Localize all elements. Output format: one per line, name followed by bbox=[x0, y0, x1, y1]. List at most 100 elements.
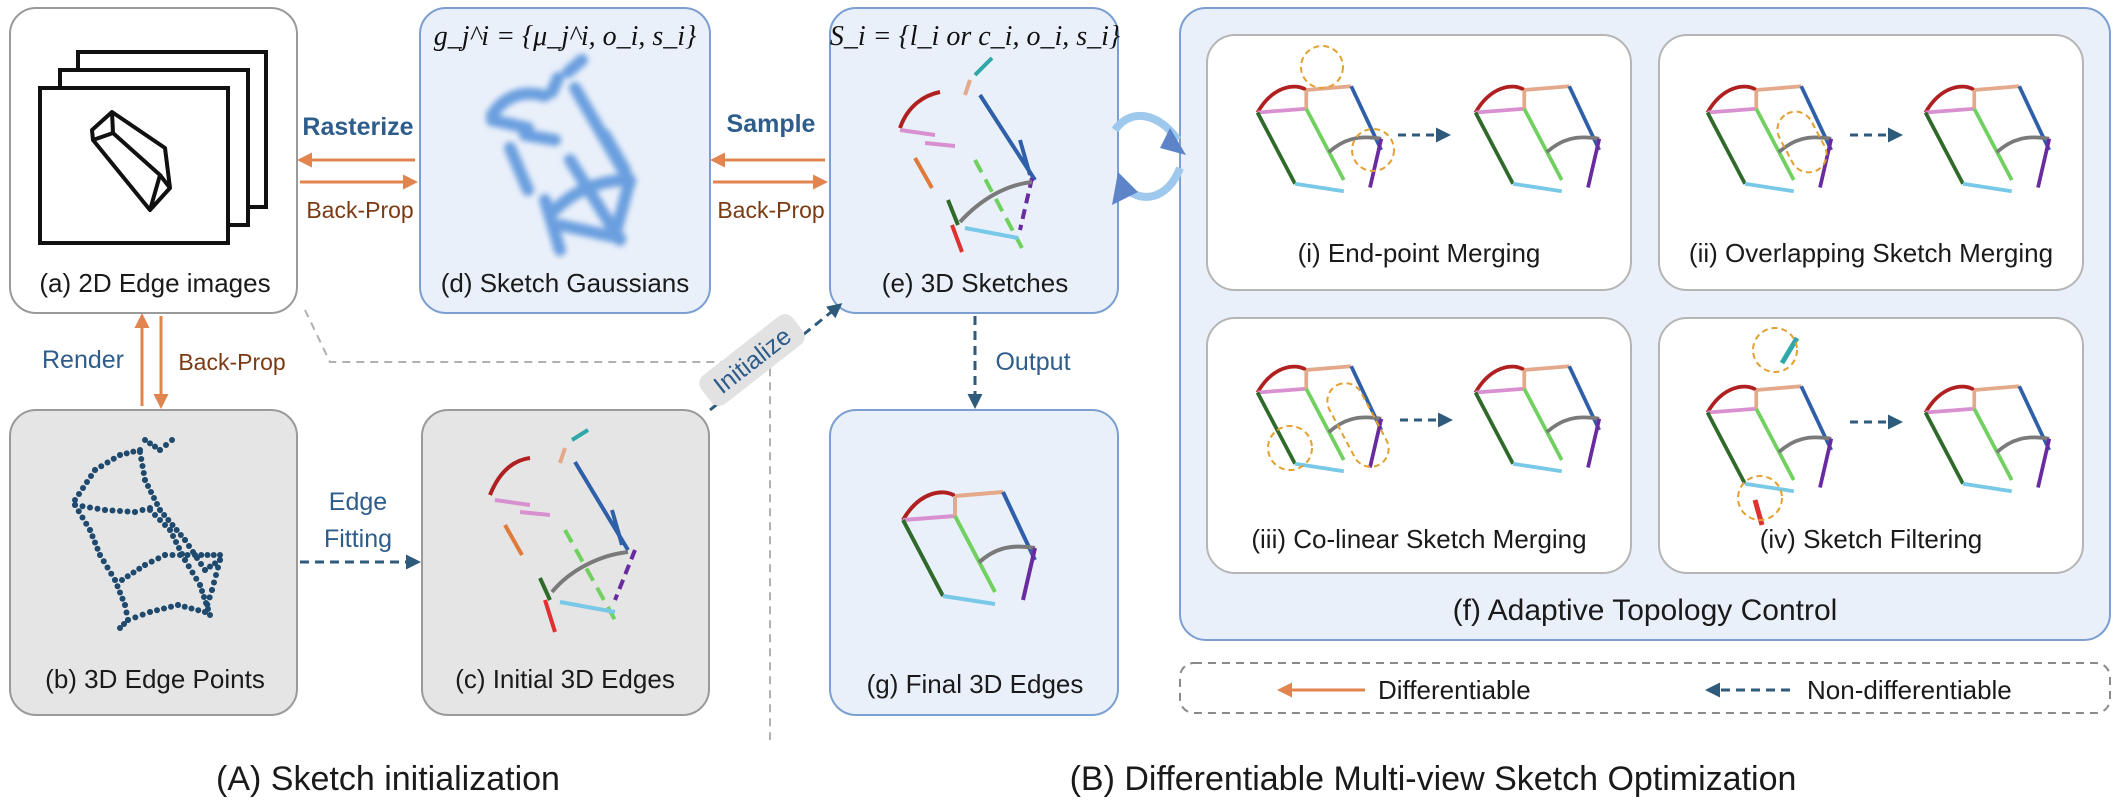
edge-point bbox=[177, 552, 183, 558]
legend: Differentiable Non-differentiable bbox=[1179, 662, 2111, 714]
gaussian-formula: g_j^i = {μ_j^i, o_i, s_i} bbox=[434, 21, 697, 52]
edge-point bbox=[117, 589, 123, 596]
edge-point bbox=[175, 602, 181, 608]
edge-point bbox=[138, 456, 145, 462]
edge-point bbox=[162, 552, 168, 558]
edge-point bbox=[76, 491, 82, 497]
highlight-ellipse bbox=[1776, 110, 1828, 174]
edge-point bbox=[87, 504, 93, 511]
edge-point bbox=[215, 564, 221, 571]
edge-point bbox=[104, 459, 111, 466]
edge-point bbox=[213, 572, 219, 578]
edge-point bbox=[104, 564, 111, 571]
edge-point bbox=[117, 452, 123, 458]
edge-point bbox=[210, 552, 217, 558]
edge-point bbox=[201, 594, 207, 600]
rasterize-label: Rasterize bbox=[302, 113, 413, 141]
edge-point bbox=[108, 570, 115, 577]
edge-point bbox=[157, 447, 163, 453]
edge-point bbox=[195, 607, 202, 614]
highlight-circle bbox=[1737, 475, 1783, 521]
op-overlapping-sketch-merging: (ii) Overlapping Sketch Merging bbox=[1658, 34, 2084, 291]
spurious-sketch-teal bbox=[1779, 336, 1800, 365]
edge-point bbox=[109, 507, 116, 514]
edge-point bbox=[84, 479, 90, 485]
edge-point bbox=[142, 562, 148, 568]
edge-point bbox=[202, 567, 208, 573]
label-3d-edge-points: (b) 3D Edge Points bbox=[45, 664, 265, 694]
edge-point bbox=[207, 563, 213, 570]
edge-point bbox=[125, 617, 131, 623]
label-initial-3d-edges: (c) Initial 3D Edges bbox=[455, 664, 675, 694]
edge-point bbox=[209, 587, 215, 593]
highlight-circle bbox=[1752, 327, 1798, 373]
panel-adaptive-topology-control: (i) End-point Merging (ii) Overlapping S… bbox=[1179, 7, 2111, 641]
highlight-circle bbox=[1300, 45, 1344, 89]
edge-point bbox=[147, 440, 153, 447]
edge-point bbox=[204, 601, 211, 608]
edge-point bbox=[181, 603, 188, 610]
refresh-cycle-icon bbox=[1111, 111, 1186, 205]
op-co-linear-sketch-merging: (iii) Co-linear Sketch Merging bbox=[1206, 317, 1632, 574]
edge-point bbox=[97, 552, 103, 558]
edge-point bbox=[98, 463, 105, 470]
output-label: Output bbox=[995, 348, 1070, 376]
edge-point bbox=[173, 527, 180, 533]
op-end-point-merging: (i) End-point Merging bbox=[1206, 34, 1632, 291]
edge-point bbox=[165, 517, 172, 523]
edge-point bbox=[130, 448, 137, 455]
edge-point bbox=[72, 502, 78, 508]
edge-point bbox=[217, 552, 223, 558]
sketch-formula: S_i = {l_i or c_i, o_i, s_i} bbox=[830, 21, 1120, 52]
edge-point bbox=[204, 552, 211, 558]
edge-point bbox=[193, 575, 200, 582]
label-final-3d-edges: (g) Final 3D Edges bbox=[867, 669, 1084, 699]
edge-point bbox=[75, 508, 82, 515]
edge-point bbox=[123, 609, 130, 616]
edge-point bbox=[147, 609, 153, 615]
backprop-label-ab: Back-Prop bbox=[178, 349, 285, 375]
edge-point bbox=[124, 573, 131, 580]
edge-point-cloud bbox=[72, 437, 223, 631]
edge-point bbox=[121, 621, 127, 627]
edge-point bbox=[161, 605, 167, 612]
edge-point bbox=[142, 477, 148, 483]
edge-point bbox=[83, 520, 90, 527]
highlight-ellipse bbox=[1326, 382, 1390, 468]
edge-point bbox=[139, 611, 146, 618]
backprop-label-de: Back-Prop bbox=[717, 197, 824, 223]
edge-point bbox=[142, 437, 148, 443]
panel-initial-3d-edges: (c) Initial 3D Edges bbox=[421, 409, 710, 716]
edge-point bbox=[117, 625, 123, 631]
edge-point bbox=[177, 532, 184, 538]
edge-point bbox=[154, 501, 160, 507]
edge-fitting-label-2: Fitting bbox=[324, 525, 392, 553]
edge-point bbox=[168, 603, 174, 610]
edge-point bbox=[197, 582, 203, 588]
edge-point bbox=[154, 607, 160, 614]
edge-point bbox=[89, 533, 96, 540]
edge-point bbox=[137, 449, 143, 455]
edge-point bbox=[199, 588, 205, 594]
edge-point bbox=[88, 473, 94, 479]
edge-point bbox=[92, 467, 98, 473]
sketch-drawing bbox=[898, 56, 1037, 253]
edge-point bbox=[212, 560, 218, 567]
highlight-circle bbox=[1267, 425, 1313, 471]
edge-point bbox=[112, 577, 118, 583]
label-sketch-gaussians: (d) Sketch Gaussians bbox=[441, 268, 690, 298]
panel-2d-edge-images: (a) 2D Edge images bbox=[9, 7, 298, 314]
initialize-label: Initialize bbox=[708, 322, 796, 400]
edge-point bbox=[92, 539, 98, 546]
edge-point bbox=[206, 594, 213, 601]
edge-point bbox=[155, 555, 162, 562]
label-2d-edge-images: (a) 2D Edge images bbox=[39, 268, 270, 298]
label-adaptive-topology-control: (f) Adaptive Topology Control bbox=[1453, 594, 1838, 627]
edge-point bbox=[189, 569, 196, 576]
backprop-label-ad: Back-Prop bbox=[306, 197, 413, 223]
edge-point bbox=[139, 507, 146, 513]
edge-point bbox=[79, 503, 86, 510]
edge-point bbox=[130, 569, 137, 576]
panel-sketch-gaussians: g_j^i = {μ_j^i, o_i, s_i} (d) Sketch Gau… bbox=[419, 7, 711, 314]
